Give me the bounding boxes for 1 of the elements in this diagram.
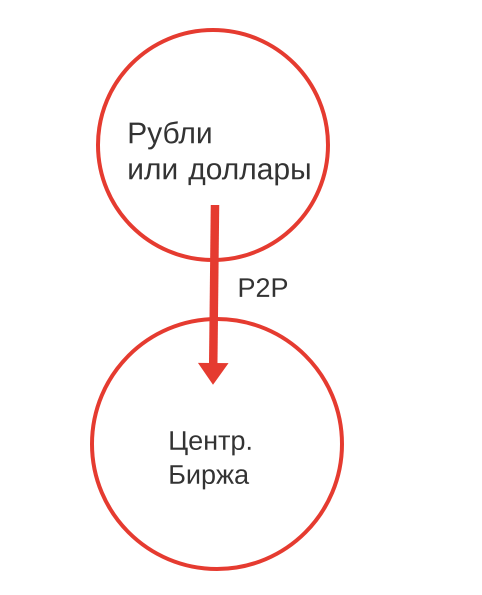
edge-label: P2P	[235, 276, 290, 299]
